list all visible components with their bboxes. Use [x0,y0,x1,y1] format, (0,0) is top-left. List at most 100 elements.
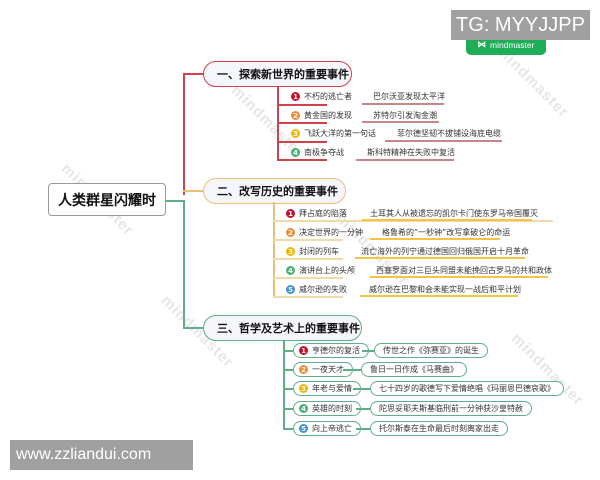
branch-1-item-1[interactable]: 1 不朽的逃亡者 [291,91,352,102]
number-1-icon: 1 [286,209,295,218]
detail-underline [362,103,444,105]
branch-2-detail-2: 格鲁希的“一秒钟”改写拿破仑的命运 [382,228,511,237]
detail-text: 陀思妥耶夫斯基临刑前一分钟获沙皇特赦 [379,404,523,413]
site-watermark: www.zzliandui.com [10,440,193,470]
detail-underline [370,238,500,240]
branch-2-item-5[interactable]: 5 威尔逊的失败 [286,284,347,295]
branch-1-detail-1: 巴尔沃亚发现太平洋 [373,92,445,101]
branch-3-detail-4: 陀思妥耶夫斯基临刑前一分钟获沙皇特赦 [370,401,532,416]
item-label: 封闭的列车 [299,247,339,256]
item-label: 亨德尔的复活 [312,346,360,355]
item-label: 拜占庭的陷落 [299,209,347,218]
branch-1-item-4[interactable]: 4 南极争夺战 [291,147,344,158]
branch-3-topic[interactable]: 三、哲学及艺术上的重要事件 [203,315,362,341]
trunk-orange-h [183,190,203,192]
branch-3-row-line [283,388,293,390]
item-label: 一夜天才 [312,365,344,374]
branch-2-detail-3: 流亡海外的列宁通过德国回归俄国开启十月革命 [361,247,529,256]
branch-2-detail-4: 西塞罗面对三巨头同盟未能挽回古罗马的共和政体 [376,266,552,275]
branch-3-row-line [283,350,293,352]
mindmaster-label: mindmaster [490,39,535,50]
branch-2-item-2[interactable]: 2 决定世界的一分钟 [286,227,363,238]
item-label: 决定世界的一分钟 [299,228,363,237]
branch-3-row-line [283,428,293,430]
branch-1-detail-4: 斯科特精神在失败中复活 [367,148,455,157]
branch-3-detail-5: 托尔斯泰在生命最后时刻离家出走 [370,421,508,436]
detail-connector [356,408,370,410]
mindmaster-logo-icon: ⋈ [477,39,487,49]
branch-2-item-4[interactable]: 4 演讲台上的头颅 [286,265,355,276]
root-title: 人类群星闪耀时 [58,192,156,209]
number-3-icon: 3 [286,247,295,256]
branch-3-item-1[interactable]: 1 亨德尔的复活 [293,343,369,358]
detail-underline [360,295,518,297]
detail-underline [370,276,548,278]
detail-underline [362,121,439,123]
item-label: 南极争夺战 [304,148,344,157]
branch-3-bracket [283,340,285,429]
branch-1-row-line [277,141,327,143]
item-label: 黄金国的发现 [304,111,352,120]
number-5-icon: 5 [286,285,295,294]
detail-text: 七十四岁的歌德写下爱情绝唱《玛丽恩巴德哀歌》 [379,384,555,393]
trunk-green-h [183,327,203,329]
branch-1-row-line [277,159,327,161]
branch-2-detail-5: 威尔逊在巴黎和会未能实现一战后和平计划 [369,285,521,294]
branch-1-detail-2: 苏特尔引发淘金潮 [373,111,437,120]
branch-2-bracket [273,202,275,296]
item-label: 年老与爱情 [312,384,352,393]
branch-3-item-5[interactable]: 5 向上帝逃亡 [293,421,361,436]
item-label: 威尔逊的失败 [299,285,347,294]
number-4-icon: 4 [291,148,300,157]
watermark-mindmaster: mindmaster [507,330,588,410]
detail-underline [356,159,454,161]
detail-underline [362,219,532,221]
branch-2-row-line [273,239,343,241]
number-2-icon: 2 [286,228,295,237]
branch-1-row-line [277,122,327,124]
branch-1-topic[interactable]: 一、探索新世界的重要事件 [203,61,352,87]
detail-text: 托尔斯泰在生命最后时刻离家出走 [379,424,499,433]
branch-3-detail-1: 传世之作《弥赛亚》的诞生 [374,343,488,358]
branch-2-detail-1: 土耳其人从被遗忘的凯尔卡门使东罗马帝国覆灭 [370,209,538,218]
detail-connector [356,428,370,430]
detail-text: 鲁日一日作成《马赛曲》 [370,365,458,374]
item-label: 向上帝逃亡 [312,424,352,433]
number-3-icon: 3 [299,384,308,393]
root-topic[interactable]: 人类群星闪耀时 [48,183,166,216]
branch-3-item-3[interactable]: 3 年老与爱情 [293,381,361,396]
number-4-icon: 4 [299,404,308,413]
branch-2-topic[interactable]: 二、改写历史的重要事件 [203,178,346,204]
detail-connector [353,388,370,390]
branch-1-title: 一、探索新世界的重要事件 [217,68,349,81]
number-5-icon: 5 [299,424,308,433]
detail-underline [355,257,525,259]
branch-1-item-2[interactable]: 2 黄金国的发现 [291,110,352,121]
branch-2-row-line [273,277,343,279]
number-4-icon: 4 [286,266,295,275]
detail-text: 传世之作《弥赛亚》的诞生 [383,346,479,355]
item-label: 飞跃大洋的第一句话 [304,129,376,138]
branch-3-row-line [283,369,293,371]
branch-2-item-3[interactable]: 3 封闭的列车 [286,246,339,257]
detail-connector [343,369,361,371]
branch-2-title: 二、改写历史的重要事件 [217,185,338,198]
item-label: 演讲台上的头颅 [299,266,355,275]
branch-2-item-1[interactable]: 1 拜占庭的陷落 [286,208,347,219]
detail-connector [362,350,374,352]
item-label: 英雄的时刻 [312,404,352,413]
branch-3-detail-2: 鲁日一日作成《马赛曲》 [361,362,467,377]
branch-3-row-line [283,408,293,410]
branch-3-item-4[interactable]: 4 英雄的时刻 [293,401,361,416]
item-label: 不朽的逃亡者 [304,92,352,101]
branch-3-item-2[interactable]: 2 一夜天才 [293,362,353,377]
number-1-icon: 1 [291,92,300,101]
tg-text: TG: MYYJJPP [456,13,585,36]
trunk-green [183,200,185,328]
branch-1-item-3[interactable]: 3 飞跃大洋的第一句话 [291,128,376,139]
tg-watermark: TG: MYYJJPP [451,10,590,40]
branch-2-row-line [273,296,343,298]
branch-3-title: 三、哲学及艺术上的重要事件 [217,322,360,335]
branch-1-row-line [277,104,327,106]
trunk-red [183,73,185,195]
